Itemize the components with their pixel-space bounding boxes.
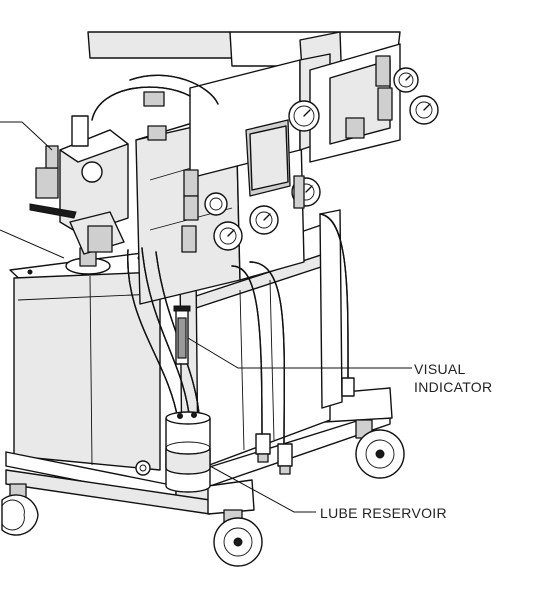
hose-end-fittings — [255, 377, 355, 475]
lube-reservoir — [165, 411, 211, 493]
visual-indicator-leader — [187, 337, 412, 369]
pressure-gauge-2 — [393, 67, 419, 93]
pressure-gauge-6 — [213, 221, 243, 251]
pump-assembly — [29, 115, 129, 255]
caster-rear-right — [355, 419, 405, 479]
pressure-gauge-5 — [249, 205, 279, 235]
lube-reservoir-label: LUBE RESERVOIR — [320, 505, 447, 521]
lube-reservoir-leader — [209, 465, 316, 513]
visual-indicator-sight-tube — [173, 305, 191, 365]
visual-indicator-label-line1: VISUAL — [414, 361, 466, 377]
caster-front-left — [1, 483, 39, 536]
hoses — [91, 74, 349, 447]
visual-indicator-label-line2: INDICATOR — [414, 379, 492, 395]
fittings — [143, 55, 393, 253]
pressure-gauge-1 — [288, 100, 320, 132]
caster-front-right — [213, 509, 263, 567]
pressure-gauge-3 — [409, 95, 439, 125]
pressure-gauge-7 — [204, 192, 228, 216]
left-edge-leaders — [0, 121, 65, 259]
